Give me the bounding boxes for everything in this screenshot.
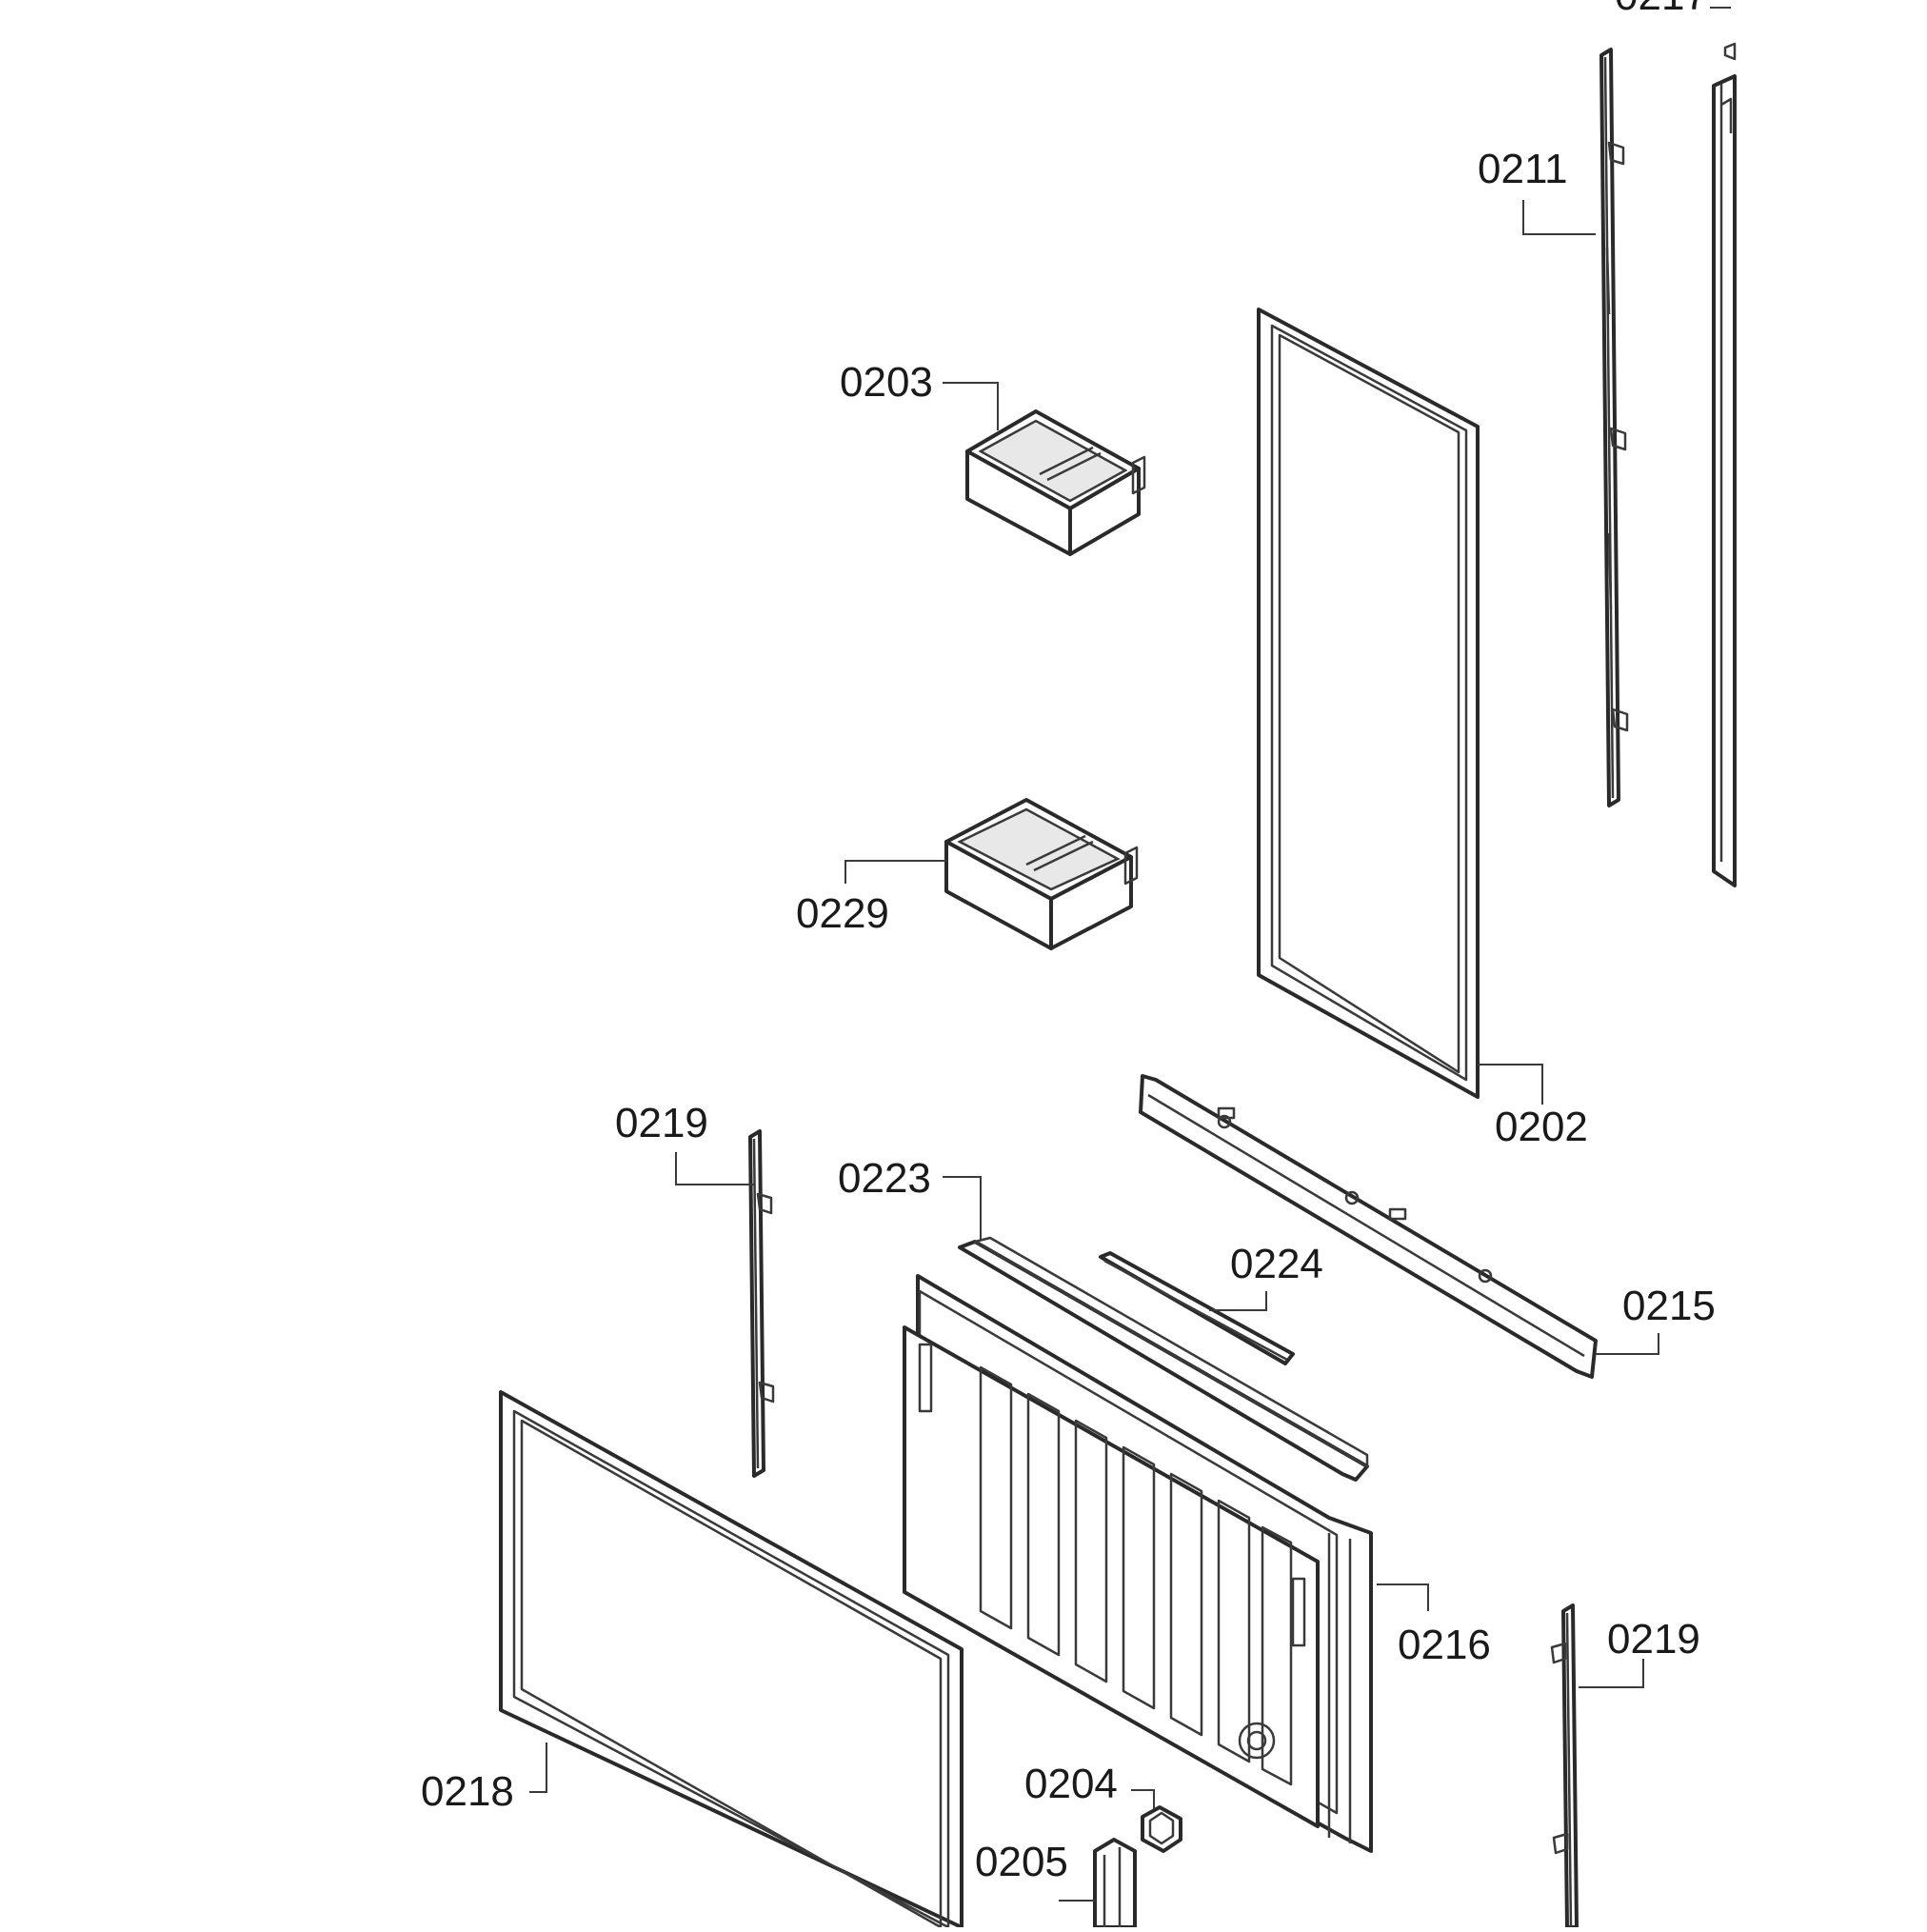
leader-lines bbox=[529, 7, 1731, 1902]
part-0218-gasket-frame bbox=[499, 1390, 964, 1929]
part-0215-bracket-bar bbox=[1139, 1074, 1598, 1379]
part-0219-right-rail bbox=[1550, 1603, 1579, 1929]
callout-0205: 0205 bbox=[975, 1839, 1068, 1885]
callout-0223: 0223 bbox=[838, 1155, 931, 1202]
callout-0217: 0217 bbox=[1615, 0, 1708, 19]
callout-0219-left: 0219 bbox=[615, 1100, 708, 1146]
callout-labels: 0217 0211 0203 0229 0202 0219 0223 0224 … bbox=[421, 0, 1716, 1885]
callout-0203: 0203 bbox=[840, 359, 933, 406]
part-0217-frame bbox=[1712, 42, 1737, 887]
part-0219-left-rail bbox=[748, 1129, 775, 1478]
part-0202-door-gasket bbox=[1257, 308, 1480, 1099]
callout-0204: 0204 bbox=[1024, 1761, 1118, 1807]
part-0205-hinge bbox=[1093, 1838, 1137, 1929]
part-0216-freezer-door bbox=[903, 1274, 1373, 1853]
callout-0216: 0216 bbox=[1398, 1622, 1491, 1668]
part-0203-upper-drawer bbox=[965, 409, 1146, 556]
callout-0224: 0224 bbox=[1230, 1241, 1323, 1287]
callout-0202: 0202 bbox=[1495, 1104, 1588, 1150]
callout-0215: 0215 bbox=[1622, 1283, 1716, 1329]
callout-0211: 0211 bbox=[1478, 146, 1568, 192]
part-0229-lower-drawer bbox=[944, 798, 1139, 950]
part-0204-clip bbox=[1141, 1805, 1182, 1853]
callout-0219-right: 0219 bbox=[1607, 1616, 1700, 1663]
callout-0229: 0229 bbox=[796, 890, 889, 937]
part-0224-strip bbox=[1099, 1251, 1295, 1365]
part-0211-rail bbox=[1599, 48, 1629, 807]
part-0223-strip bbox=[958, 1236, 1369, 1482]
callout-0218: 0218 bbox=[421, 1768, 514, 1815]
